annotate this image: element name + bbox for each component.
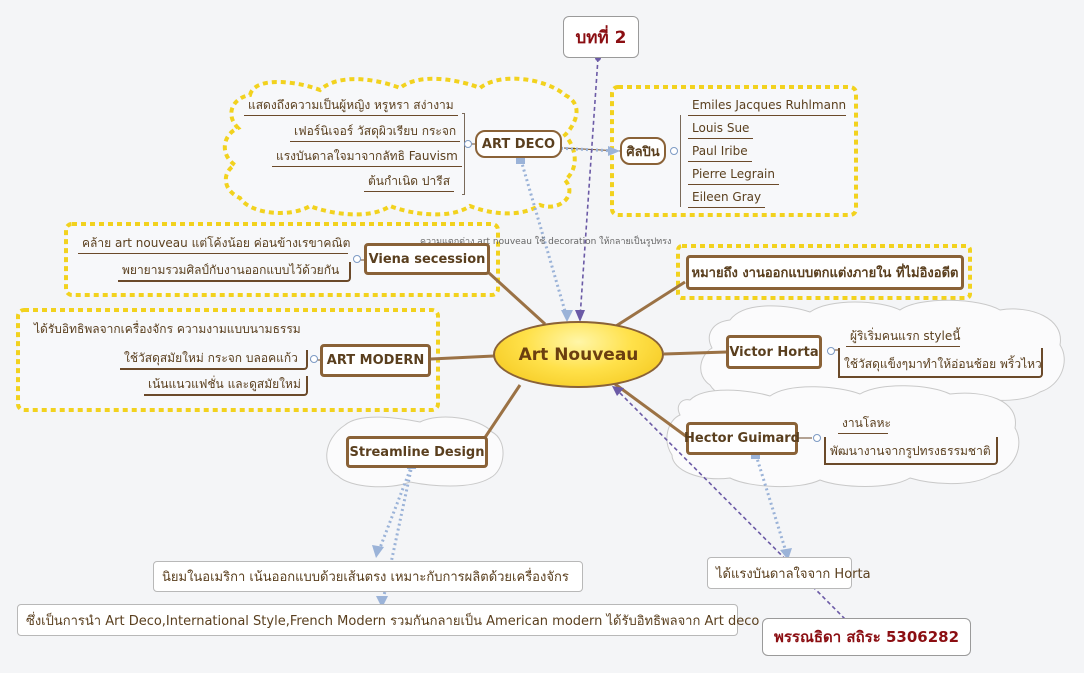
- viena-boundary: [64, 222, 500, 297]
- arrowhead-icon: [376, 596, 388, 608]
- arrowhead-icon: [372, 545, 384, 558]
- arrowhead-icon: [608, 146, 620, 156]
- hector-guimard-cloud: [666, 385, 1020, 487]
- victor-horta-cloud: [700, 299, 1065, 407]
- american-modern-note[interactable]: ซึ่งเป็นการนำ Art Deco,International Sty…: [17, 604, 759, 636]
- arrowhead-icon: [612, 386, 624, 396]
- artist-5[interactable]: Eileen Gray: [688, 189, 766, 208]
- collapse-circle-icon[interactable]: [353, 255, 361, 263]
- art-modern-topic[interactable]: ART MODERN: [320, 344, 431, 377]
- artists-bracket: [680, 115, 687, 207]
- america-note[interactable]: นิยมในอเมริกา เน้นออกแบบด้วยเส้นตรง เหมา…: [153, 561, 583, 592]
- victor-horta-detail-2[interactable]: ใช้วัสดุแข็งๆมาทำให้อ่อนช้อย พริ้วไหว: [838, 348, 1043, 378]
- viena-detail-2[interactable]: พยายามรวมศิลป์กับงานออกแบบไว้ด้วยกัน: [118, 262, 351, 282]
- horta-inspired-note[interactable]: ได้แรงบันดาลใจจาก Horta: [707, 557, 871, 589]
- hector-guimard-topic[interactable]: Hector Guimard: [684, 422, 800, 455]
- chapter-title[interactable]: บทที่ 2: [563, 16, 639, 58]
- relation-label: ความแตกต่าง art nouveau ใช้ decoration ใ…: [420, 237, 672, 247]
- arrowhead-icon: [561, 310, 573, 322]
- art-modern-detail-1[interactable]: ได้รับอิทธิพลจากเครื่องจักร ความงามแบบนา…: [34, 322, 301, 336]
- chapter-title-text: บทที่ 2: [575, 27, 627, 48]
- collapse-circle-icon[interactable]: [310, 355, 318, 363]
- viena-detail-1[interactable]: คล้าย art nouveau แต่โค้งน้อย ค่อนข้างเร…: [78, 235, 350, 254]
- art-deco-detail-2[interactable]: เฟอร์นิเจอร์ วัสดุผิวเรียบ กระจก: [290, 123, 461, 142]
- streamline-topic[interactable]: Streamline Design: [346, 436, 488, 468]
- art-deco-detail-3[interactable]: แรงบันดาลใจมาจากลัทธิ Fauvism: [272, 148, 462, 167]
- art-modern-detail-2[interactable]: ใช้วัสดุสมัยใหม่ กระจก บลอคแก้ว: [120, 350, 308, 370]
- artist-1[interactable]: Emiles Jacques Ruhlmann: [688, 97, 846, 116]
- victor-horta-detail-1[interactable]: ผู้ริเริ่มคนแรก styleนี้: [846, 328, 960, 347]
- meaning-topic[interactable]: หมายถึง งานออกแบบตกแต่งภายใน ที่ไม่อิงอด…: [686, 255, 964, 290]
- collapse-circle-icon[interactable]: [813, 434, 821, 442]
- meaning-boundary: [676, 244, 972, 300]
- artist-4[interactable]: Pierre Legrain: [688, 166, 779, 185]
- artists-boundary: [610, 85, 858, 217]
- art-deco-detail-1[interactable]: แสดงถึงความเป็นผู้หญิง หรูหรา สง่างาม: [244, 97, 458, 116]
- art-deco-bracket: [462, 113, 465, 195]
- art-modern-detail-3[interactable]: เน้นแนวแฟชั่น และดูสมัยใหม่: [144, 376, 308, 396]
- arrowhead-icon: [575, 310, 585, 322]
- hector-guimard-detail-2[interactable]: พัฒนางานจากรูปทรงธรรมชาติ: [824, 437, 998, 465]
- collapse-circle-icon[interactable]: [464, 140, 472, 148]
- author-text: พรรณธิดา สถิระ 5306282: [773, 628, 960, 646]
- central-topic[interactable]: Art Nouveau: [493, 321, 664, 388]
- collapse-circle-icon[interactable]: [670, 147, 678, 155]
- author-box[interactable]: พรรณธิดา สถิระ 5306282: [762, 618, 971, 656]
- artists-topic[interactable]: ศิลปิน: [620, 137, 666, 165]
- hector-guimard-detail-1[interactable]: งานโลหะ: [838, 415, 891, 434]
- artist-3[interactable]: Paul Iribe: [688, 143, 752, 162]
- victor-horta-topic[interactable]: Victor Horta: [726, 335, 822, 369]
- collapse-circle-icon[interactable]: [827, 347, 835, 355]
- art-deco-topic[interactable]: ART DECO: [475, 130, 562, 158]
- art-deco-boundary: [222, 76, 579, 217]
- relation-lines: [376, 146, 789, 606]
- art-deco-detail-4[interactable]: ต้นกำเนิด ปารีส: [364, 173, 455, 192]
- artist-2[interactable]: Louis Sue: [688, 120, 754, 139]
- viena-secession-topic[interactable]: Viena secession: [364, 243, 490, 275]
